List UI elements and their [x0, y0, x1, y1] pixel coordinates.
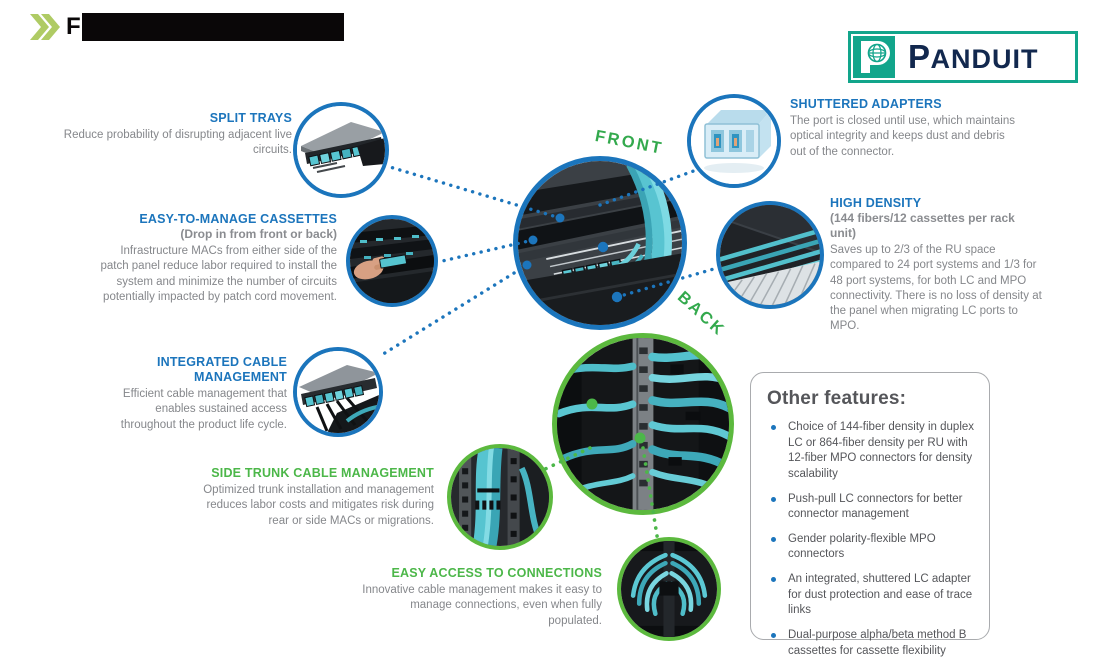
- callout-easy-access-to-connections: EASY ACCESS TO CONNECTIONS Innovative ca…: [362, 566, 602, 629]
- cassettes-photo-circle: [346, 215, 438, 307]
- split-trays-photo: [297, 106, 385, 194]
- other-features-panel: Other features: Choice of 144-fiber dens…: [750, 372, 990, 657]
- callout-title: SIDE TRUNK CABLE MANAGEMENT: [211, 466, 434, 480]
- shuttered-adapter-photo: [691, 98, 777, 184]
- feature-text: An integrated, shuttered LC adapter for …: [788, 573, 973, 617]
- panduit-p-globe-icon: [853, 36, 895, 78]
- feature-item: Dual-purpose alpha/beta method B cassett…: [767, 628, 975, 659]
- bullet-icon: [771, 425, 776, 430]
- callout-title: INTEGRATED CABLE MANAGEMENT: [156, 355, 287, 384]
- callout-title: SPLIT TRAYS: [209, 111, 292, 125]
- bullet-icon: [771, 577, 776, 582]
- callout-split-trays: SPLIT TRAYS Reduce probability of disrup…: [60, 111, 292, 159]
- front-panel-photo: [518, 161, 682, 325]
- split-trays-photo-circle: [293, 102, 389, 198]
- callout-shuttered-adapters: SHUTTERED ADAPTERS The port is closed un…: [790, 97, 1020, 160]
- wordmark-initial: P: [908, 38, 931, 75]
- callout-title: EASY ACCESS TO CONNECTIONS: [391, 566, 602, 580]
- feature-text: Gender polarity-flexible MPO connectors: [788, 532, 936, 561]
- bullet-icon: [771, 632, 776, 638]
- high-density-photo-circle: [716, 201, 824, 309]
- callout-body: Saves up to 2/3 of the RU space compared…: [830, 244, 1042, 333]
- page-title-redaction-bar: [81, 13, 344, 41]
- callout-body: Infrastructure MACs from either side of …: [100, 245, 337, 303]
- back-panel-photo: [557, 338, 729, 510]
- shuttered-adapter-photo-circle: [687, 94, 781, 188]
- page-title-prefix: F: [66, 13, 81, 40]
- side-trunk-photo-circle: [447, 444, 553, 550]
- callout-body: Reduce probability of disrupting adjacen…: [63, 129, 292, 157]
- callout-subtitle: (144 fibers/12 cassettes per rack unit): [830, 211, 1015, 240]
- callout-title: EASY-TO-MANAGE CASSETTES: [139, 212, 337, 226]
- bullet-icon: [771, 536, 776, 542]
- other-features-title: Other features:: [767, 388, 907, 409]
- bullet-icon: [771, 496, 776, 502]
- callout-side-trunk-cable-management: SIDE TRUNK CABLE MANAGEMENT Optimized tr…: [198, 466, 434, 529]
- double-chevron-icon: [30, 14, 60, 40]
- feature-item: Push-pull LC connectors for better conne…: [767, 492, 975, 523]
- front-label: FRONT: [593, 127, 666, 158]
- feature-text: Dual-purpose alpha/beta method B cassett…: [788, 628, 967, 657]
- feature-item: Gender polarity-flexible MPO connectors: [767, 532, 975, 563]
- easy-access-photo: [621, 541, 717, 637]
- wordmark-rest: ANDUIT: [930, 44, 1039, 74]
- high-density-photo: [720, 205, 820, 305]
- back-panel-photo-circle: [552, 333, 734, 515]
- panduit-wordmark: PANDUIT: [908, 38, 1039, 76]
- callout-high-density: HIGH DENSITY (144 fibers/12 cassettes pe…: [830, 196, 1042, 335]
- callout-title: SHUTTERED ADAPTERS: [790, 97, 942, 111]
- feature-text: Push-pull LC connectors for better conne…: [788, 492, 963, 521]
- callout-title: HIGH DENSITY: [830, 196, 922, 210]
- integrated-cable-photo-circle: [293, 347, 383, 437]
- integrated-cable-photo: [297, 351, 379, 433]
- callout-body: The port is closed until use, which main…: [790, 115, 1015, 158]
- callout-subtitle: (Drop in from front or back): [180, 227, 337, 241]
- feature-text: Choice of 144-fiber density in duplex LC…: [788, 421, 975, 480]
- easy-access-photo-circle: [617, 537, 721, 641]
- back-label: BACK: [673, 288, 729, 340]
- cassettes-photo: [350, 219, 434, 303]
- callout-body: Optimized trunk installation and managem…: [203, 484, 434, 527]
- front-panel-photo-circle: [513, 156, 687, 330]
- feature-item: An integrated, shuttered LC adapter for …: [767, 572, 975, 619]
- callout-easy-to-manage-cassettes: EASY-TO-MANAGE CASSETTES (Drop in from f…: [92, 212, 337, 305]
- callout-integrated-cable-management: INTEGRATED CABLE MANAGEMENT Efficient ca…: [113, 355, 287, 433]
- callout-body: Innovative cable management makes it eas…: [362, 584, 602, 627]
- other-features-list: Choice of 144-fiber density in duplex LC…: [767, 420, 975, 659]
- callout-body: Efficient cable management that enables …: [120, 388, 287, 431]
- page-header: F: [30, 13, 344, 41]
- panduit-logo: PANDUIT: [848, 31, 1078, 83]
- side-trunk-photo: [451, 448, 549, 546]
- feature-item: Choice of 144-fiber density in duplex LC…: [767, 420, 975, 483]
